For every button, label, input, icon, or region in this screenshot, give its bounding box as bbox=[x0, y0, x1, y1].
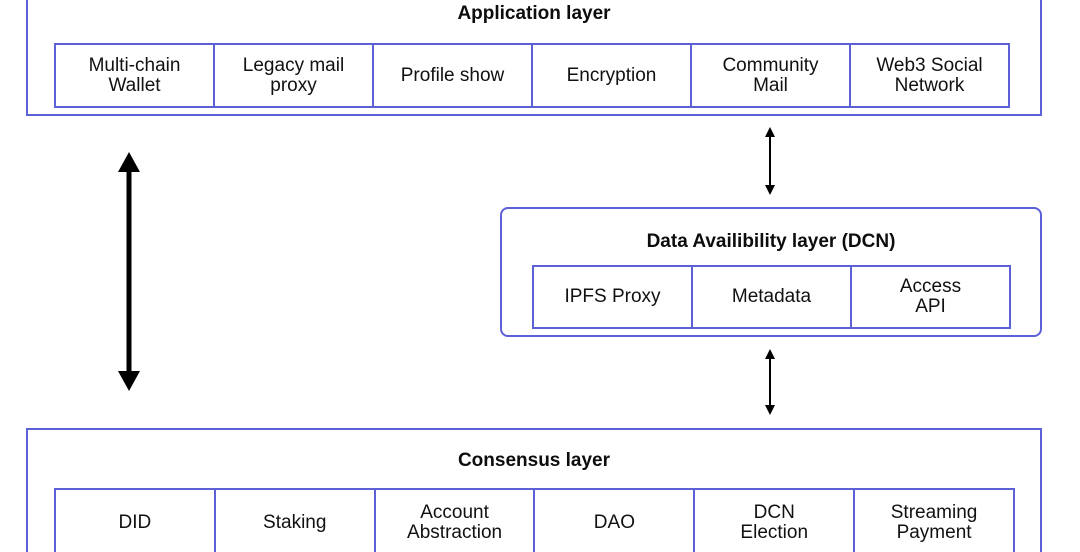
dcn-component-metadata: Metadata bbox=[693, 267, 852, 327]
consensus-layer-title: Consensus layer bbox=[457, 450, 611, 471]
app-component-encryption: Encryption bbox=[533, 45, 692, 106]
consensus-component-did: DID bbox=[56, 490, 216, 552]
app-dcn-double-arrow bbox=[765, 127, 775, 195]
data-availability-layer-title: Data Availibility layer (DCN) bbox=[646, 231, 896, 252]
dcn-consensus-double-arrow bbox=[765, 349, 775, 415]
application-layer-title: Application layer bbox=[457, 3, 611, 24]
consensus-component-staking: Staking bbox=[216, 490, 376, 552]
dcn-component-ipfs-proxy: IPFS Proxy bbox=[534, 267, 693, 327]
app-consensus-double-arrow bbox=[118, 152, 140, 391]
application-layer: Application layer bbox=[26, 0, 1042, 116]
data-availability-layer: Data Availibility layer (DCN) bbox=[500, 207, 1042, 337]
app-component-profile-show: Profile show bbox=[374, 45, 533, 106]
consensus-component-dao: DAO bbox=[535, 490, 696, 552]
